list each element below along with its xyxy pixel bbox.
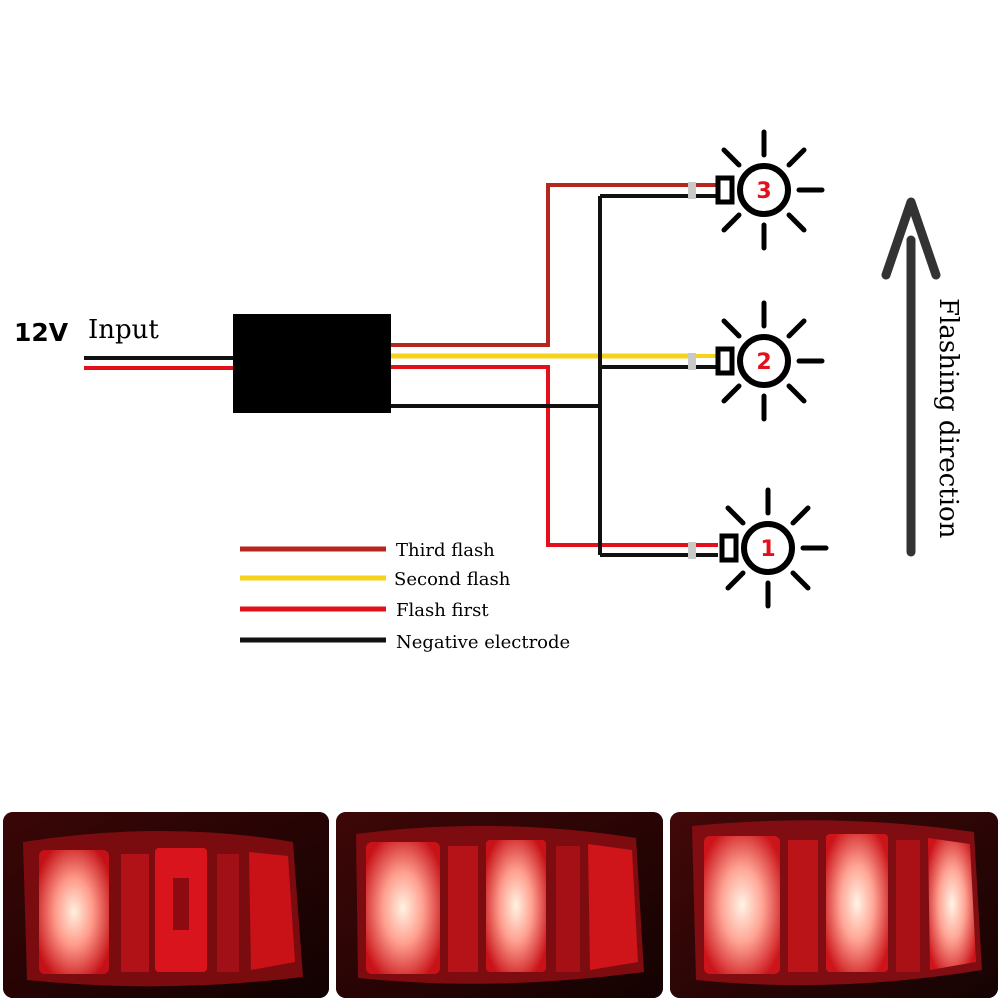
bulb-3: 3 — [715, 129, 825, 251]
input-wires — [84, 356, 236, 370]
legend-label-negative: Negative electrode — [396, 632, 570, 653]
taillight-photo-3 — [670, 812, 998, 998]
taillight-photo-1 — [3, 812, 329, 998]
bulb-number: 3 — [756, 179, 771, 204]
voltage-label: 12V — [14, 318, 69, 347]
direction-label: Flashing direction — [933, 298, 963, 539]
bulb-icon — [719, 487, 829, 609]
bulb-icon — [715, 129, 825, 251]
bulb-1: 1 — [719, 487, 829, 609]
bulb-number: 2 — [756, 350, 771, 375]
legend-label-second: Second flash — [394, 569, 511, 590]
legend-label-first: Flash first — [396, 600, 489, 621]
legend: Third flash Second flash Flash first Neg… — [240, 540, 570, 653]
taillight-photo-2 — [336, 812, 663, 998]
bulb-2: 2 — [715, 300, 825, 422]
output-wires — [391, 182, 718, 559]
up-arrow-icon — [881, 197, 941, 557]
legend-label-third: Third flash — [396, 540, 495, 561]
bulb-number: 1 — [760, 537, 775, 562]
input-label: Input — [88, 315, 159, 345]
bulb-icon — [715, 300, 825, 422]
controller-module — [233, 314, 391, 413]
